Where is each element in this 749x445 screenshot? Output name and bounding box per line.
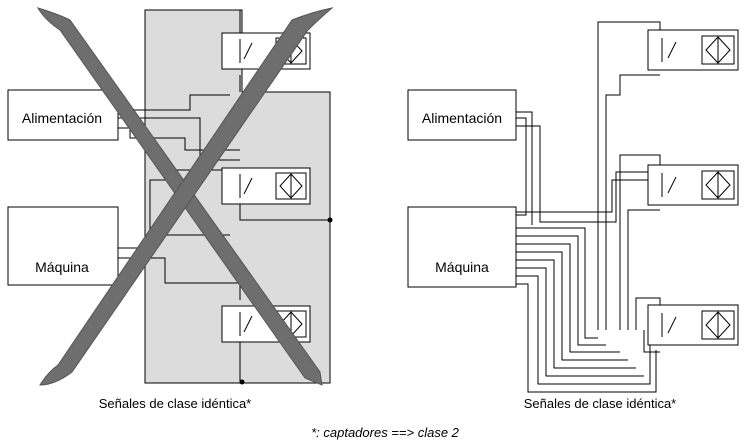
left-machine-box: [7, 206, 119, 286]
right-sensor: [647, 29, 739, 71]
left-junction-dot: [327, 217, 333, 223]
left-junction-dot: [239, 379, 245, 385]
right-wiring: [516, 21, 661, 393]
right-supply-box: [407, 89, 517, 141]
right-panel: Alimentación Máquina: [407, 21, 739, 411]
right-machine-label: Máquina: [435, 259, 489, 275]
left-caption: Señales de clase idéntica*: [99, 396, 252, 411]
right-sensor: [647, 164, 739, 206]
cross-out-mark: [36, 7, 334, 386]
left-supply-box: [7, 89, 119, 141]
left-sensor: [221, 167, 311, 205]
left-machine-label: Máquina: [35, 259, 89, 275]
footnote: *: captadores ==> clase 2: [311, 425, 460, 440]
right-machine-box: [407, 206, 517, 288]
left-supply-label: Alimentación: [22, 110, 102, 126]
right-caption: Señales de clase idéntica*: [524, 396, 677, 411]
right-supply-label: Alimentación: [422, 110, 502, 126]
left-panel: Alimentación Máquina: [7, 7, 334, 411]
right-sensor: [647, 304, 739, 346]
